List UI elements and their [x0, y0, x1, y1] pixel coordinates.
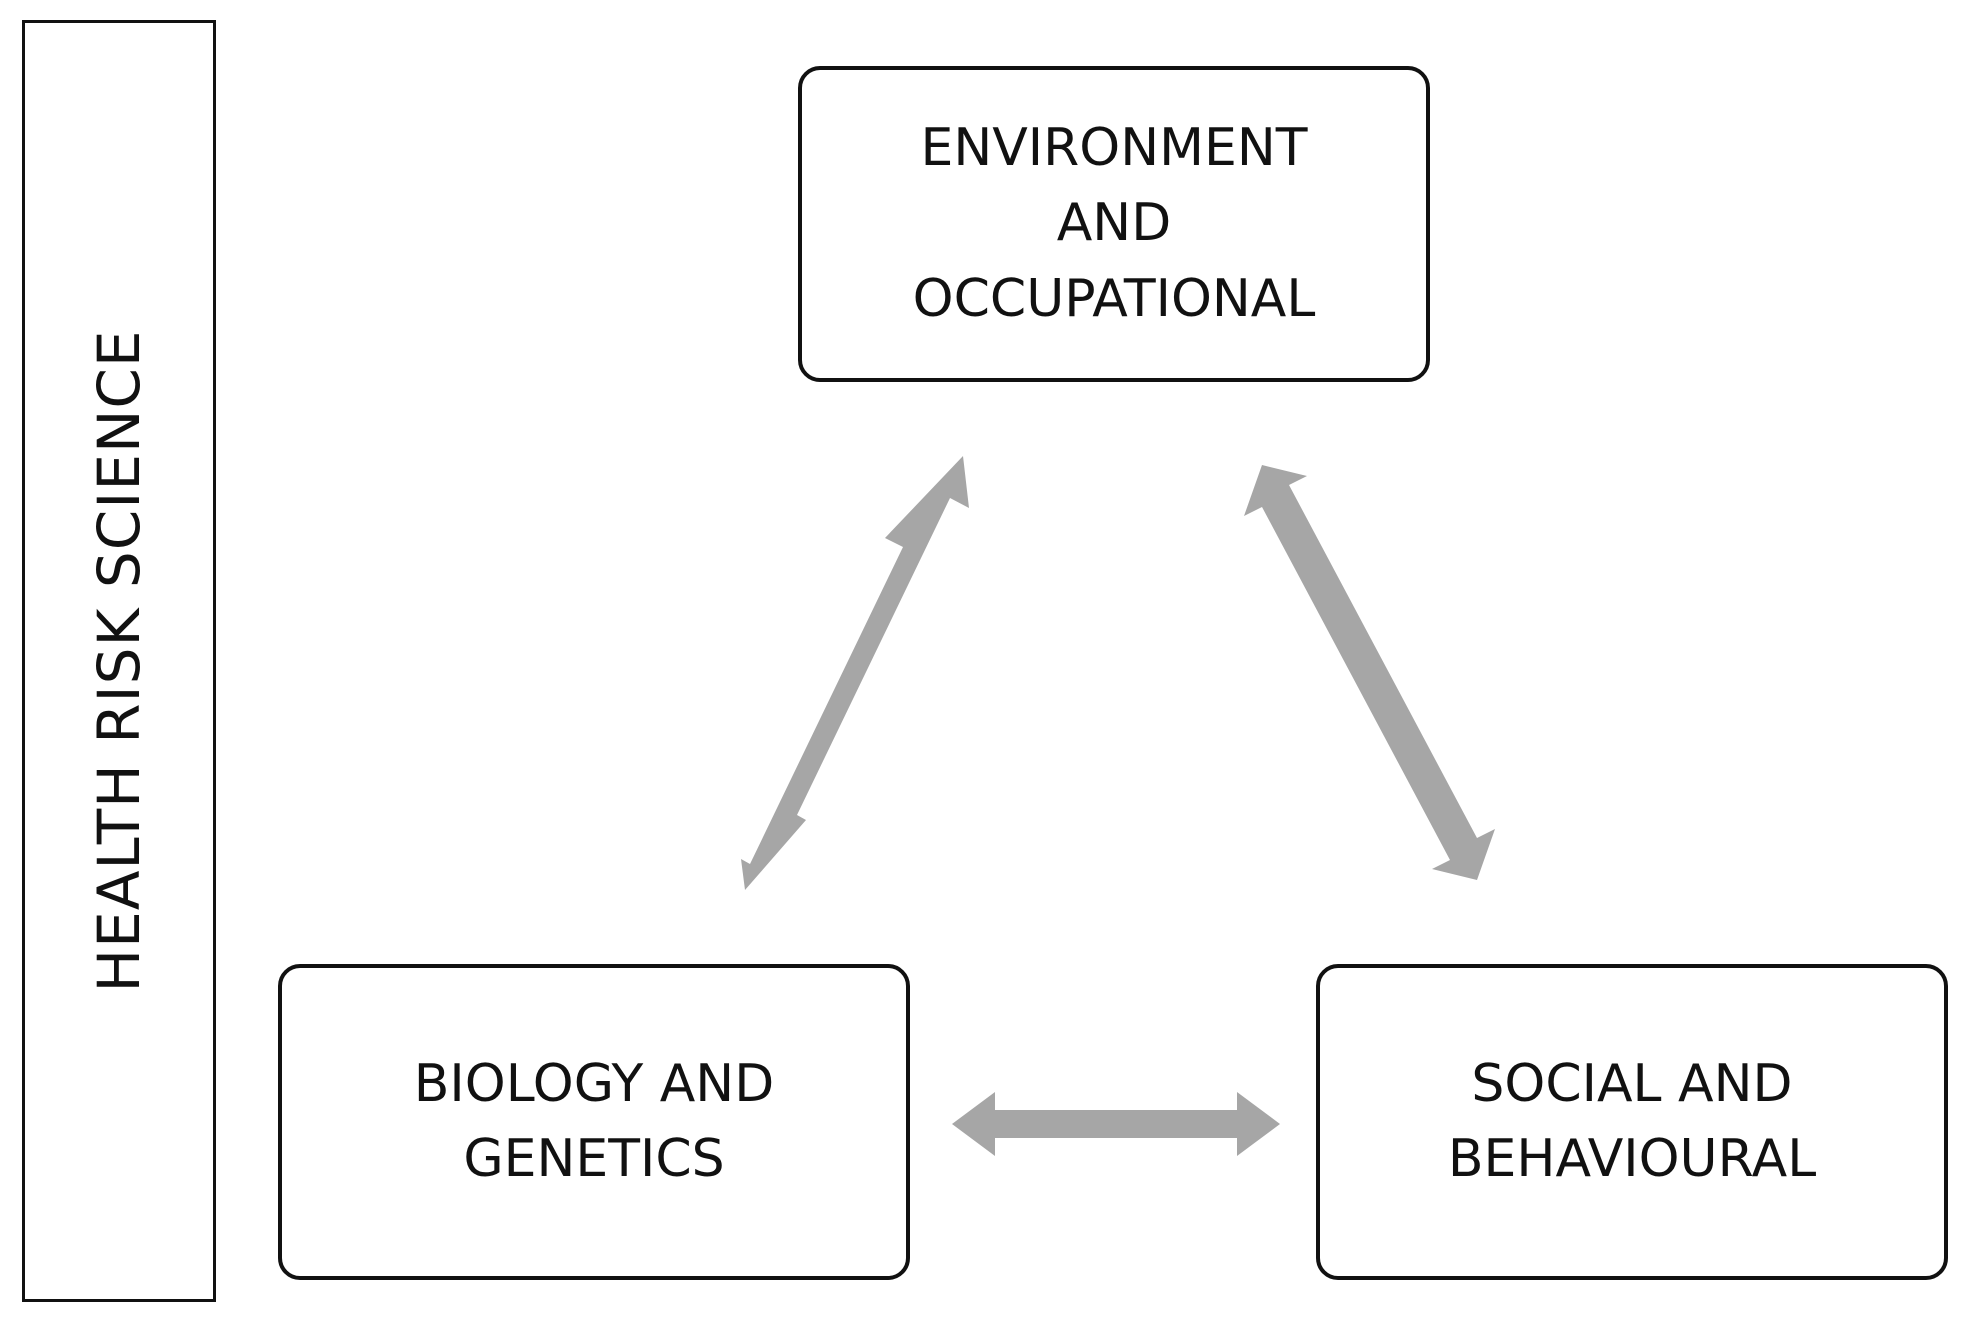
- node-environment-line-2: AND: [1056, 193, 1172, 254]
- node-biology-line-2: GENETICS: [463, 1129, 725, 1189]
- arrow-environment-social: [1244, 465, 1495, 880]
- side-panel: HEALTH RISK SCIENCE: [22, 20, 216, 1302]
- node-social-line-1: SOCIAL AND: [1471, 1053, 1793, 1114]
- node-biology-label: BIOLOGY AND GENETICS: [414, 1047, 775, 1198]
- arrow-environment-biology: [741, 456, 969, 890]
- node-social-behavioural: SOCIAL AND BEHAVIOURAL: [1316, 964, 1948, 1280]
- node-environment-occupational: ENVIRONMENT AND OCCUPATIONAL: [798, 66, 1430, 382]
- node-biology-genetics: BIOLOGY AND GENETICS: [278, 964, 910, 1280]
- node-biology-line-1: BIOLOGY AND: [413, 1053, 775, 1114]
- node-social-line-2: BEHAVIOURAL: [1447, 1129, 1817, 1189]
- node-environment-line-1: ENVIRONMENT: [920, 117, 1308, 178]
- node-environment-line-3: OCCUPATIONAL: [912, 268, 1316, 329]
- node-environment-label: ENVIRONMENT AND OCCUPATIONAL: [913, 111, 1316, 337]
- arrow-biology-social: [952, 1092, 1280, 1156]
- node-social-label: SOCIAL AND BEHAVIOURAL: [1448, 1047, 1816, 1198]
